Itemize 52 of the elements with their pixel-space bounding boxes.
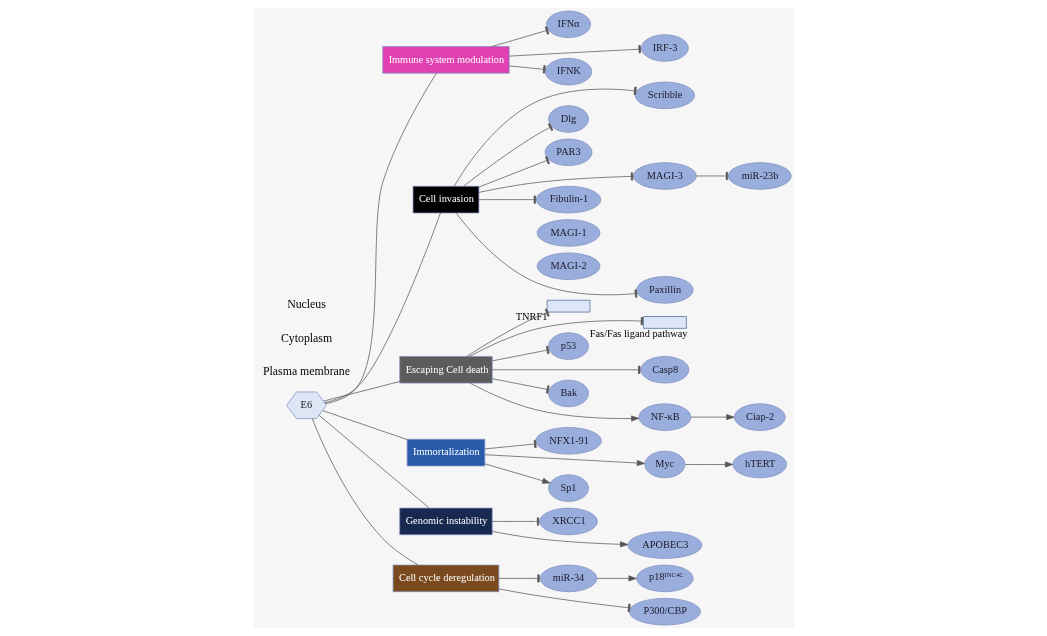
connector — [322, 381, 400, 402]
connector — [491, 378, 550, 394]
node-ellipse: miR-34 — [539, 564, 597, 593]
arrow — [491, 531, 628, 548]
connector — [491, 365, 641, 374]
node-box: Cell cycle deregulation — [392, 564, 499, 593]
connector — [323, 212, 441, 404]
node-label: TNRF1 — [515, 311, 547, 323]
arrow — [484, 463, 550, 484]
connector — [324, 72, 437, 405]
node-box: Immune system modulation — [381, 46, 510, 74]
node-ellipse: IRF-3 — [640, 34, 689, 62]
connector — [478, 156, 550, 188]
connector — [318, 415, 430, 509]
connector — [484, 439, 537, 450]
connector — [508, 45, 642, 57]
connector — [508, 65, 546, 74]
label: Cytoplasm — [280, 330, 332, 345]
connector — [455, 212, 638, 298]
label: Nucleus — [286, 297, 326, 312]
label: Plasma membrane — [262, 363, 350, 378]
connector — [478, 195, 537, 204]
arrow — [483, 454, 645, 466]
connector — [466, 308, 550, 357]
connector — [498, 574, 540, 583]
node-ellipse: p18$^{INC4C}$ — [635, 564, 693, 593]
node-ellipse: Ciap-2 — [733, 403, 786, 431]
node-ellipse: APOBEC3 — [626, 531, 702, 559]
node-box: Escaping Cell death — [398, 356, 493, 384]
connector — [321, 410, 407, 440]
connector — [498, 588, 631, 612]
connector — [311, 418, 419, 566]
connector — [478, 172, 634, 193]
node-ellipse: Casp8 — [640, 356, 689, 384]
node-ellipse: MAGI-1 — [536, 219, 600, 247]
connector — [453, 86, 637, 187]
arrow — [690, 414, 734, 421]
node-ellipse: MAGI-2 — [536, 252, 600, 280]
connector — [462, 123, 553, 187]
node-ellipse: Sp1 — [547, 474, 589, 502]
connector — [491, 345, 550, 362]
node-ellipse: hTERT — [732, 450, 787, 479]
node-label: Fas/Fas ligand pathway — [589, 327, 687, 339]
arrow — [596, 575, 637, 582]
node-ellipse: NF-κB — [638, 403, 691, 431]
connector — [491, 26, 549, 47]
node-box: Immortalization — [406, 438, 485, 467]
node-ellipse: Myc — [643, 450, 685, 479]
node-box: Cell invasion — [412, 185, 479, 214]
node-box: Genomic instability — [398, 507, 493, 536]
arrow — [684, 461, 733, 468]
arrow — [469, 382, 639, 422]
